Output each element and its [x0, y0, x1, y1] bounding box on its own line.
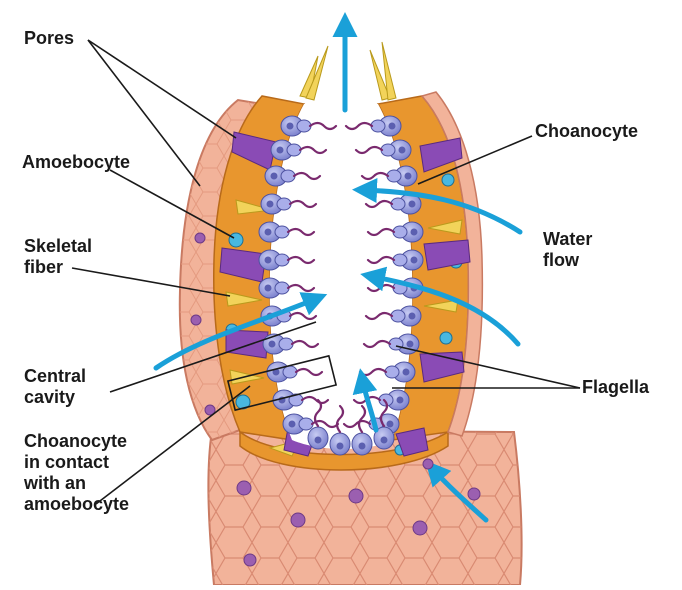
choanocyte-cell [352, 433, 372, 455]
choanocyte-cell [308, 427, 328, 449]
label-flagella: Flagella [582, 377, 649, 398]
choanocyte-cell [330, 433, 350, 455]
label-skeletal-fiber: Skeletal fiber [24, 236, 92, 278]
label-choanocyte: Choanocyte [535, 121, 638, 142]
label-pores: Pores [24, 28, 74, 49]
leader-pores-1 [88, 40, 236, 138]
amoebocyte-cell [442, 174, 454, 186]
label-amoebocyte: Amoebocyte [22, 152, 130, 173]
amoebocyte-cell [440, 332, 452, 344]
label-choanocyte-contact: Choanocyte in contact with an amoebocyte [24, 431, 129, 515]
amoebocyte-cell [229, 233, 243, 247]
label-central-cavity: Central cavity [24, 366, 86, 408]
label-water-flow: Water flow [543, 229, 592, 271]
